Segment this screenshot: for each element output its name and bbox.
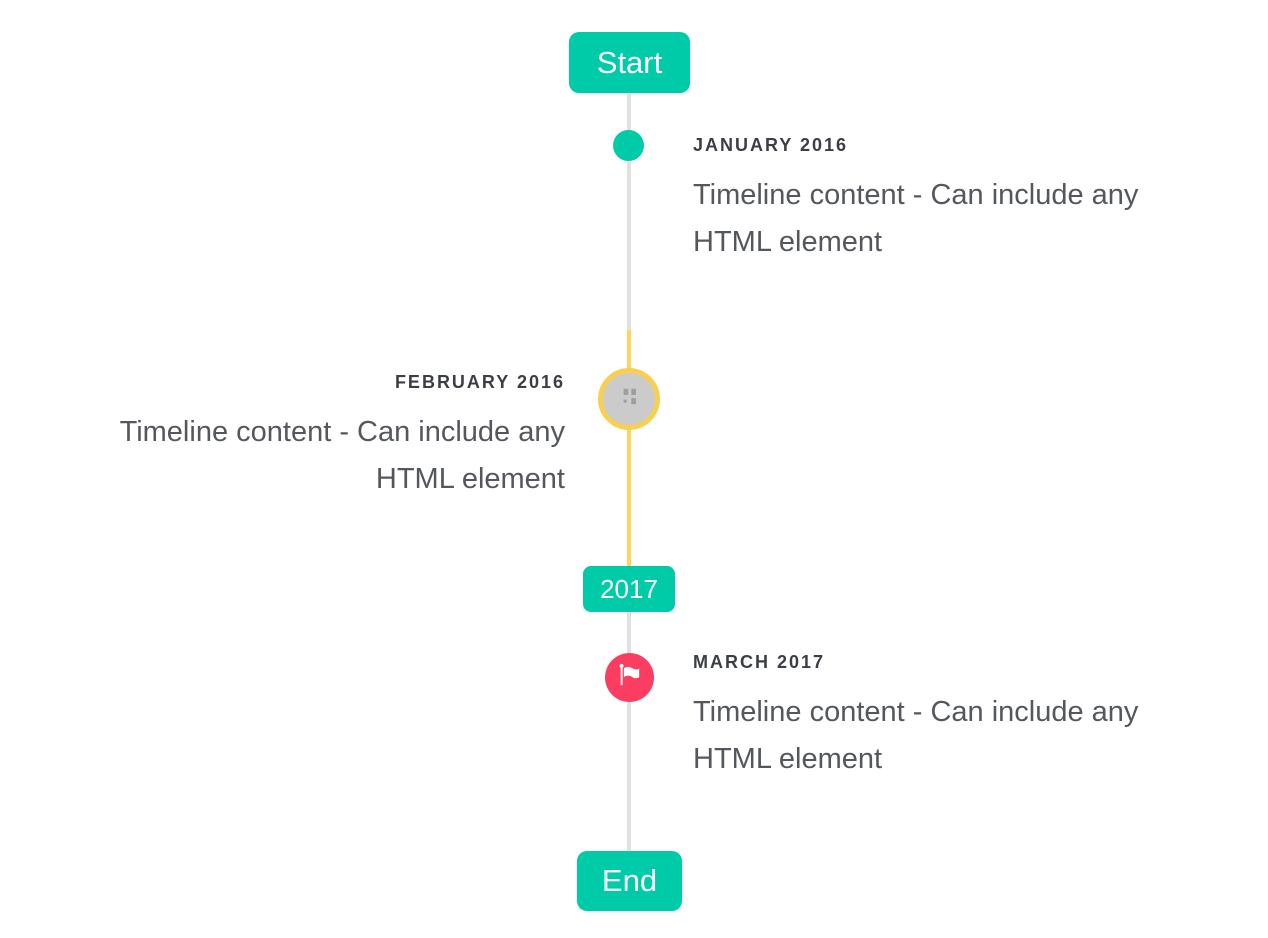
item-title-february: FEBRUARY 2016: [394, 372, 565, 392]
item-content-january: Timeline content - Can include any HTML …: [693, 179, 1139, 258]
timeline-item-january: JANUARY 2016 Timeline content - Can incl…: [693, 135, 1217, 266]
item-content-february: Timeline content - Can include any HTML …: [119, 416, 565, 495]
february-circle-marker: [598, 368, 660, 430]
flag-icon: [616, 662, 643, 694]
timeline-line-segment-highlighted: [627, 330, 631, 567]
march-flag-marker: [605, 653, 654, 702]
year-badge-label: 2017: [600, 573, 658, 604]
item-title-january: JANUARY 2016: [693, 135, 849, 155]
start-badge-label: Start: [596, 44, 663, 80]
timeline-line-segment-bottom: [627, 612, 631, 851]
january-dot-marker: [613, 130, 644, 161]
year-badge-2017: 2017: [583, 566, 675, 612]
timeline-item-march: MARCH 2017 Timeline content - Can includ…: [693, 652, 1217, 783]
timeline-line-segment-top: [627, 93, 631, 330]
end-badge-label: End: [601, 863, 658, 898]
end-badge: End: [577, 851, 682, 911]
broken-image-icon: [619, 387, 639, 411]
item-title-march: MARCH 2017: [693, 652, 826, 672]
start-badge: Start: [569, 32, 690, 93]
item-content-march: Timeline content - Can include any HTML …: [693, 696, 1139, 775]
timeline-item-february: FEBRUARY 2016 Timeline content - Can inc…: [41, 372, 565, 503]
